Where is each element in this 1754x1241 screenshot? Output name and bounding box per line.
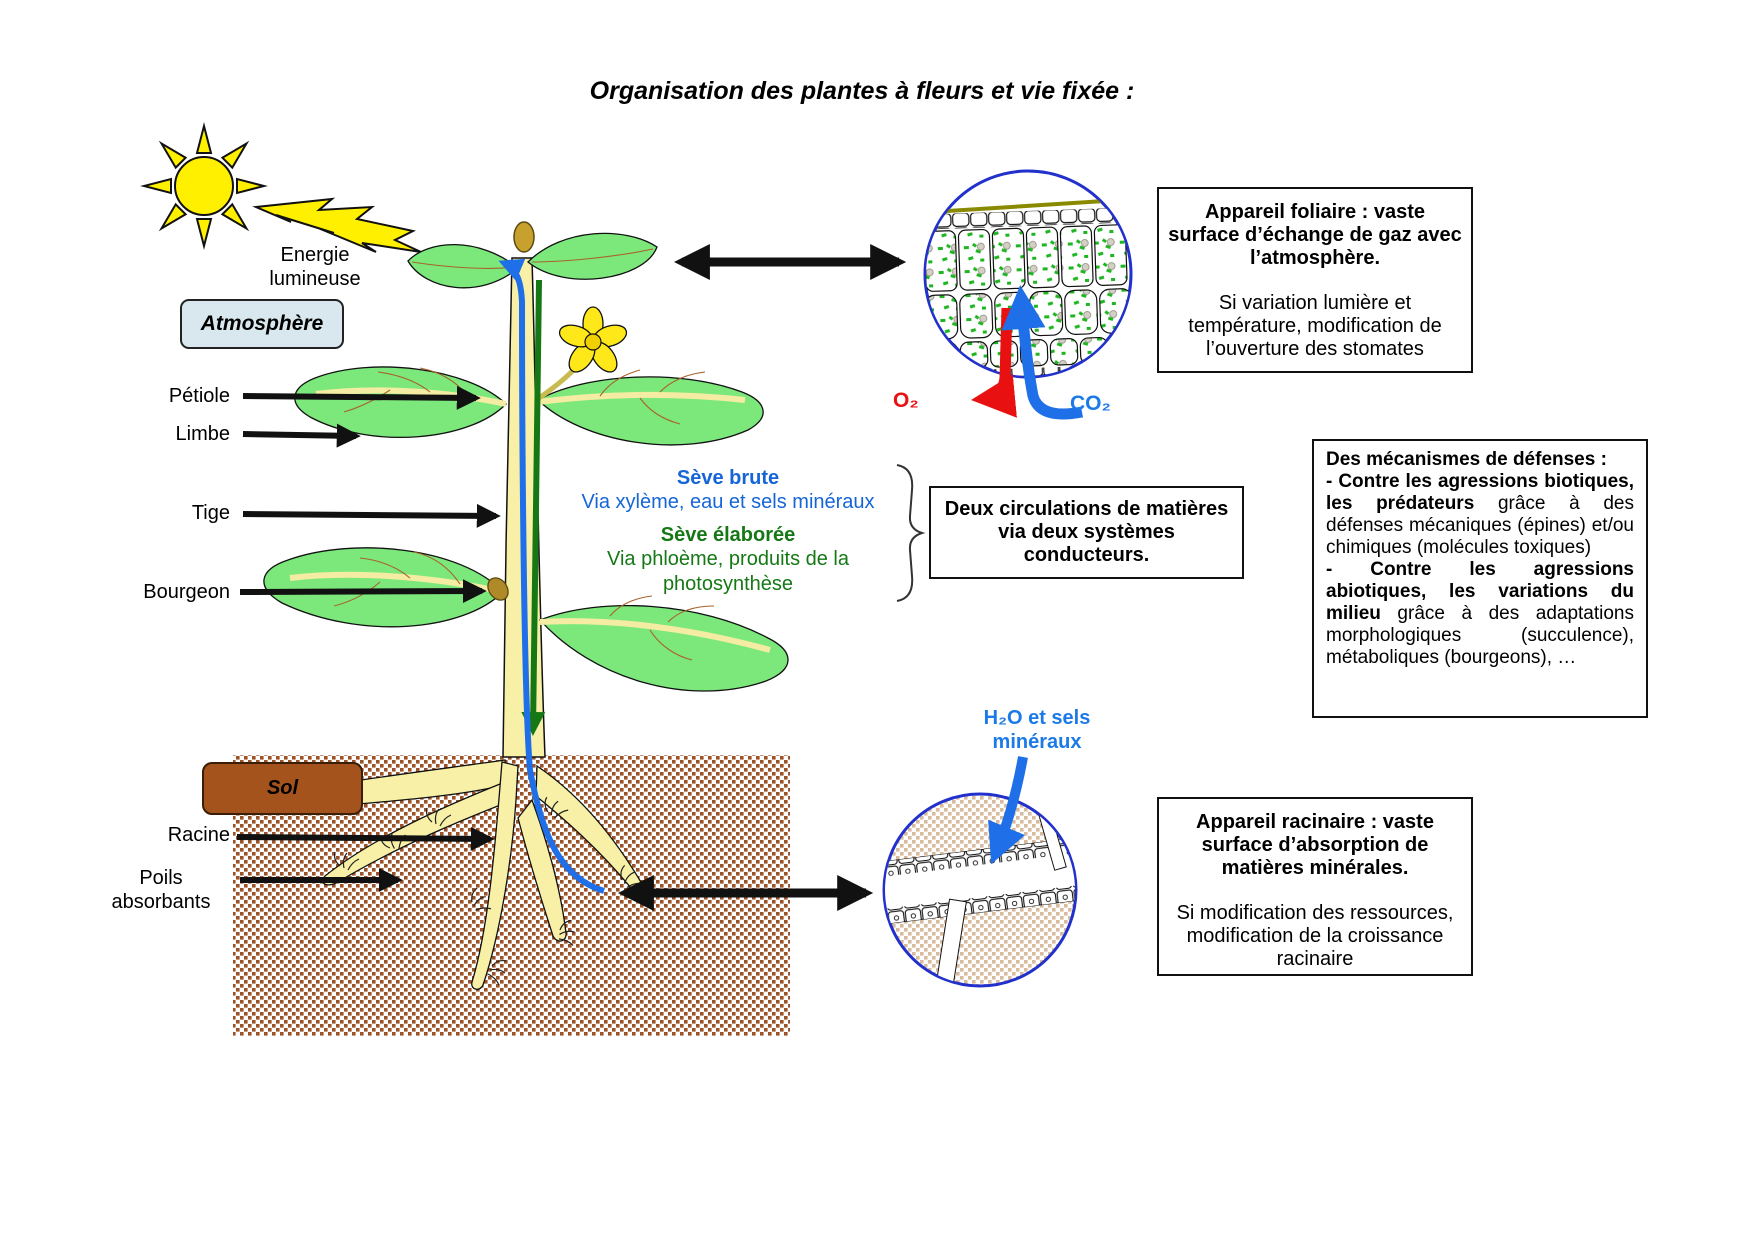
defenses-bullet-2: - Contre les agressions abiotiques, les … [1326, 559, 1634, 668]
racinaire-normal-text: Si modification des ressources, modifica… [1176, 902, 1454, 970]
foliaire-bold-text: Appareil foliaire : vaste surface d’écha… [1168, 201, 1462, 269]
foliaire-box: Appareil foliaire : vaste surface d’écha… [1157, 187, 1473, 373]
circulations-box: Deux circulations de matières via deux s… [929, 486, 1244, 579]
racine-label: Racine [167, 824, 230, 846]
defenses-bullet-1: - Contre les agressions biotiques, les p… [1326, 471, 1634, 558]
page-title: Organisation des plantes à fleurs et vie… [589, 77, 1135, 105]
foliaire-normal-text: Si variation lumière et température, mod… [1188, 292, 1442, 360]
limbe-label: Limbe [175, 423, 230, 445]
upper-epidermis [926, 207, 1130, 230]
brace [896, 464, 926, 602]
bourgeon-arrow [239, 579, 487, 604]
poils-absorbants-label: Poils absorbants [111, 867, 211, 914]
apex-bud [513, 221, 535, 253]
xylem-sap-arrow [498, 258, 605, 894]
node-bud [487, 577, 509, 601]
leaf-cross-section-circle [923, 169, 1133, 420]
seve-elaboree-desc: Via phloème, produits de la photosynthès… [606, 548, 849, 595]
phloem-sap-arrow [521, 279, 546, 736]
o2-label: O₂ [893, 389, 919, 412]
sol-badge: Sol [202, 762, 363, 815]
h2o-label: H₂O et sels minéraux [983, 707, 1091, 754]
tige-arrow [242, 503, 501, 528]
defenses-title: Des mécanismes de défenses : [1326, 449, 1607, 470]
petiole-arrow [242, 385, 481, 410]
tige-label: Tige [191, 502, 230, 524]
sun-icon [140, 122, 268, 250]
energie-label: Energie lumineuse [269, 244, 361, 291]
defenses-box: Des mécanismes de défenses : - Contre le… [1312, 439, 1648, 718]
o2-arrow [971, 307, 1017, 418]
label-arrows [236, 385, 501, 892]
racinaire-box: Appareil racinaire : vaste surface d’abs… [1157, 797, 1473, 976]
zoom-link-arrows [617, 244, 907, 911]
bourgeon-label: Bourgeon [143, 581, 230, 603]
racinaire-bold-text: Appareil racinaire : vaste surface d’abs… [1196, 811, 1434, 879]
sap-text-block: Sève brute Via xylème, eau et sels minér… [556, 466, 900, 596]
cuticle [926, 197, 1130, 215]
plant-illustration [236, 221, 789, 990]
h2o-arrow [988, 756, 1028, 865]
petiole-label: Pétiole [168, 385, 230, 407]
co2-arrow [1001, 285, 1084, 420]
co2-label: CO₂ [1070, 392, 1111, 415]
limbe-arrow [242, 423, 361, 448]
seve-brute-title: Sève brute [676, 467, 780, 489]
palisade-cells [926, 224, 1128, 292]
root-cross-section-circle [882, 756, 1078, 988]
seve-elaboree-title: Sève élaborée [660, 523, 796, 546]
seve-brute-desc: Via xylème, eau et sels minéraux [581, 491, 875, 514]
racine-arrow [236, 826, 495, 851]
atmosphere-badge: Atmosphère [180, 299, 344, 349]
flower-icon [534, 306, 628, 403]
